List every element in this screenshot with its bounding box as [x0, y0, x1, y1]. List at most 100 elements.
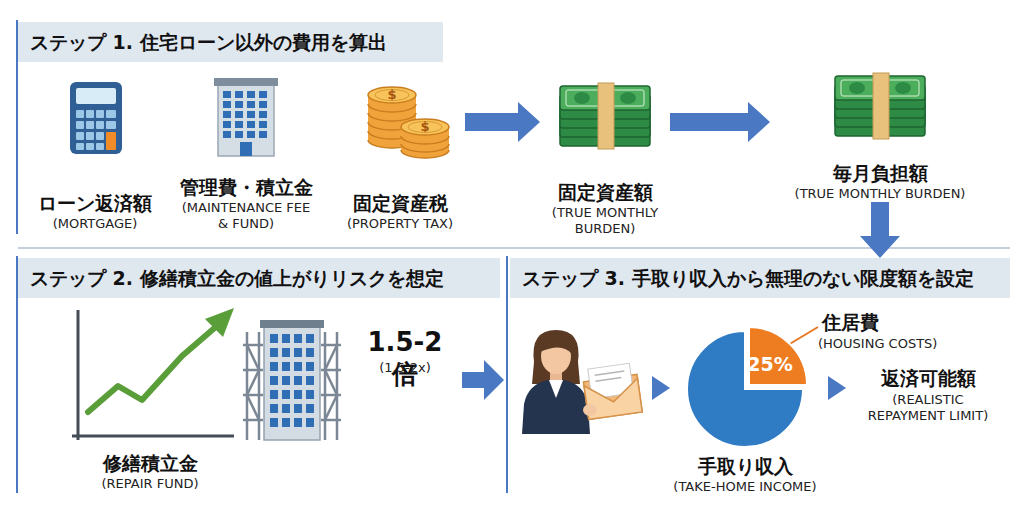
calculator-icon — [86, 110, 94, 118]
trend-chart — [77, 310, 80, 440]
flow-arrow — [465, 102, 540, 142]
calculator-icon — [76, 88, 116, 104]
scaffold-building — [325, 345, 337, 420]
pie-chart: 25% 手取り収入(TAKE-HOME INCOME) — [650, 320, 840, 495]
calculator-icon — [86, 143, 94, 150]
scaffold-building — [264, 326, 320, 440]
scaffold-building — [258, 332, 261, 440]
calculator-icon — [106, 121, 116, 129]
english-note: (MORTGAGE) — [25, 216, 165, 232]
calculator-icon — [70, 82, 122, 154]
english-note: (MAINTENANCE FEE & FUND) — [177, 200, 315, 233]
calculator-icon — [96, 121, 104, 129]
scaffold-building — [321, 344, 341, 347]
section-rule — [506, 256, 508, 493]
coin-stack-icon — [368, 87, 416, 103]
text-stack: ステップ 1. 住宅ローン以外の費用を算出 — [30, 31, 431, 54]
coin-symbol: $ — [417, 118, 433, 136]
calculator-icon — [106, 110, 116, 118]
step-header: ステップ 3. 手取り収入から無理のない限度額を設定 — [510, 258, 1010, 298]
flow-arrow — [860, 202, 900, 258]
leader-line — [788, 327, 818, 345]
text-stack: 手取り収入(TAKE-HOME INCOME) — [650, 454, 840, 495]
coin-symbol: $ — [384, 86, 400, 104]
scaffold-building — [247, 345, 259, 420]
english-note: (REPAIR FUND) — [60, 476, 240, 492]
calculator-icon — [86, 132, 94, 140]
callout-title: 住居費 — [822, 310, 942, 334]
scaffold-building — [243, 332, 341, 440]
coin-stack-icon — [368, 87, 449, 158]
calculator-icon — [96, 132, 104, 140]
percent-value: 25% — [746, 352, 794, 376]
cash-stack — [835, 73, 925, 139]
calculator-icon — [106, 132, 116, 150]
calculator-icon — [96, 110, 104, 118]
flow-arrow — [462, 360, 504, 400]
item-title: ステップ 1. 住宅ローン以外の費用を算出 — [30, 31, 431, 54]
building-icon — [214, 78, 278, 156]
scaffold-building — [324, 332, 327, 440]
pie-graphic — [680, 320, 810, 454]
text-stack: ローン返済額(MORTGAGE) — [25, 191, 165, 232]
scaffold-building — [243, 344, 263, 347]
calculator-icon — [86, 121, 94, 129]
calculator-icon — [96, 143, 104, 150]
calculator-icon — [76, 132, 84, 140]
trend-chart — [88, 325, 218, 412]
scaffold-building — [243, 320, 341, 440]
section-rule — [17, 20, 1010, 493]
trend-chart — [205, 308, 234, 337]
text-stack: 管理費・積立金(MAINTENANCE FEE & FUND) — [177, 175, 315, 232]
coin-stack-icon — [401, 136, 449, 158]
person-illustration — [522, 330, 642, 434]
english-note: (TRUE MONTHLY BURDEN) — [770, 186, 990, 202]
person-illustration — [595, 371, 625, 375]
text-stack: 固定資産額(TRUE MONTHLY BURDEN) — [540, 180, 670, 237]
building-icon — [214, 78, 278, 86]
item-title: ローン返済額 — [25, 191, 165, 216]
cash-stack — [560, 83, 650, 149]
building-icon — [218, 84, 274, 156]
english-note: (TAKE-HOME INCOME) — [650, 479, 840, 495]
result-note: (REALISTIC REPAYMENT LIMIT) — [853, 392, 1003, 424]
person-illustration — [583, 404, 597, 416]
text-stack: 毎月負担額(TRUE MONTHLY BURDEN) — [770, 161, 990, 202]
person-illustration — [532, 330, 580, 384]
flow-arrow — [670, 102, 770, 142]
scaffold-building — [270, 334, 316, 432]
section-rule — [18, 247, 1010, 249]
item-title: ステップ 3. 手取り収入から無理のない限度額を設定 — [522, 267, 998, 290]
flow-triangle — [652, 376, 670, 400]
step-header: ステップ 2. 修繕積立金の値上がりリスクを想定 — [18, 258, 500, 298]
item-title: 毎月負担額 — [770, 161, 990, 186]
english-note: (TRUE MONTHLY BURDEN) — [540, 205, 670, 238]
multiplier-note: (1.5-2x) — [355, 360, 455, 376]
person-illustration — [549, 380, 563, 398]
building-icon — [223, 91, 269, 139]
item-title: 修繕積立金 — [60, 451, 240, 476]
calculator-icon — [70, 82, 122, 154]
item-title: 固定資産税 — [335, 191, 465, 216]
scaffold-building — [243, 419, 263, 422]
chart-item: 修繕積立金(REPAIR FUND) — [60, 305, 240, 492]
item-title: 固定資産額 — [540, 180, 670, 205]
text-stack: 固定資産税(PROPERTY TAX) — [335, 191, 465, 232]
total-item: 固定資産額(TRUE MONTHLY BURDEN) — [540, 72, 670, 237]
scaffold-building — [260, 320, 324, 328]
result-title: 返済可能額 — [848, 366, 1008, 390]
calculator-icon — [76, 143, 84, 150]
person-illustration — [540, 334, 573, 354]
scaffold-building — [321, 419, 341, 422]
callout-note: (HOUSING COSTS) — [818, 336, 968, 352]
item-title: 管理費・積立金 — [177, 175, 315, 200]
multiplier-value: 1.5-2倍 — [355, 326, 455, 390]
english-note: (PROPERTY TAX) — [335, 216, 465, 232]
person-illustration — [582, 362, 642, 419]
item-title: 手取り収入 — [650, 454, 840, 479]
trend-chart — [72, 435, 234, 438]
person-illustration — [522, 380, 590, 434]
trend-chart — [72, 308, 234, 440]
